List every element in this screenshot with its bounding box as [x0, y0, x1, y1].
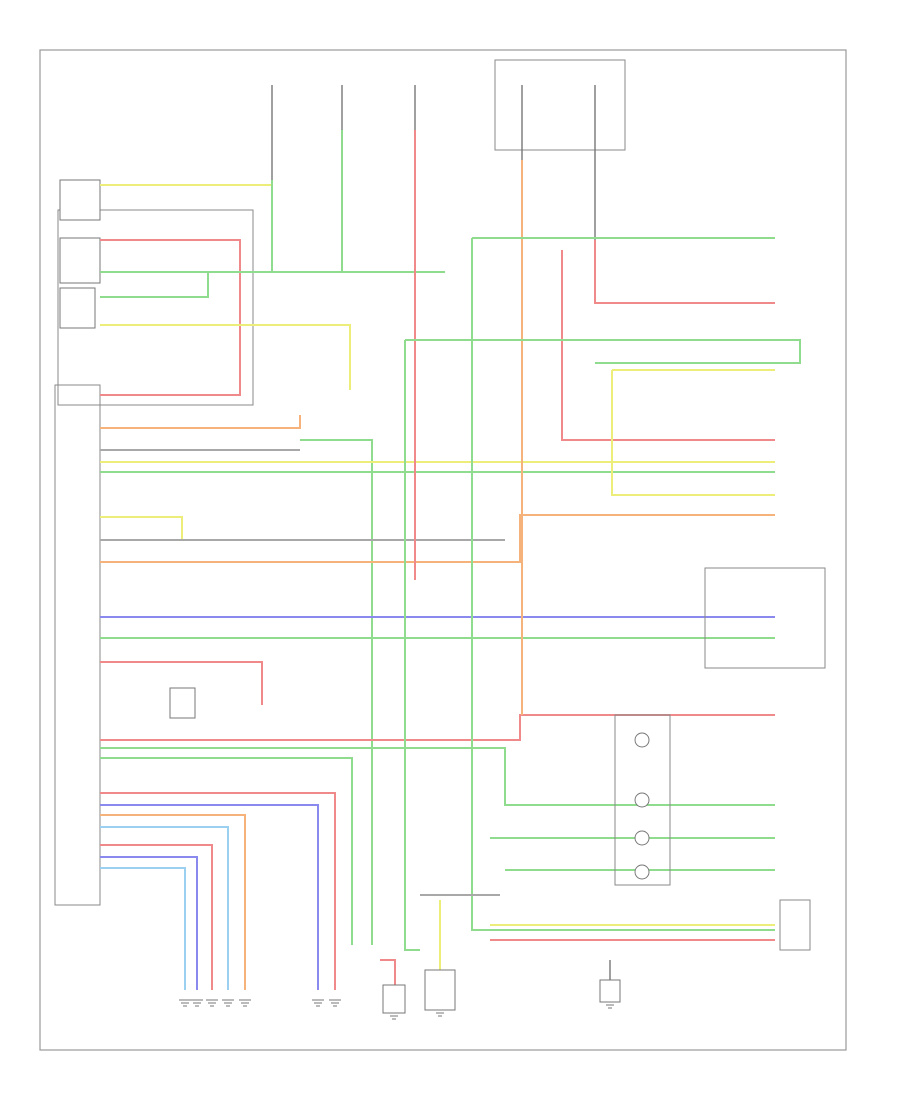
connector-pin-1 — [634, 732, 650, 748]
wire-lightblue-25 — [100, 867, 186, 990]
wire-lightblue-22 — [100, 826, 229, 990]
diagram-frame — [39, 49, 847, 1051]
ground-symbol — [239, 999, 251, 1007]
fuse-box-right — [494, 59, 626, 151]
ground-symbol — [434, 1009, 446, 1017]
connector-pin-3 — [634, 830, 650, 846]
relay-unit — [169, 687, 196, 719]
stoplight-switch-connector — [614, 714, 671, 886]
wire-blue-20 — [100, 804, 319, 990]
main-switch — [59, 179, 101, 221]
fuse-block-top — [271, 59, 626, 240]
wire-orange-5 — [100, 415, 301, 429]
ground-symbol — [222, 999, 234, 1007]
wire-orange-12 — [100, 514, 775, 563]
wire-group — [100, 130, 801, 990]
ground-terminals — [179, 999, 616, 1020]
combination-meter — [704, 567, 826, 669]
wire-green-18 — [100, 757, 353, 945]
transmission-sensor — [424, 969, 456, 1011]
ground-symbol — [388, 1012, 400, 1020]
wire-red-15 — [100, 661, 263, 705]
connector-pin-4 — [634, 864, 650, 880]
ground-symbol — [604, 1001, 616, 1009]
wire-red-23 — [100, 844, 213, 990]
wire-orange-21 — [100, 814, 246, 990]
wire-green-3 — [100, 272, 209, 298]
wire-yellow-4 — [100, 324, 351, 390]
wire-red-35 — [594, 240, 775, 304]
wire-green-31 — [404, 340, 420, 951]
wire-green-6 — [300, 439, 373, 945]
ground-symbol — [179, 999, 191, 1007]
wire-yellow-10 — [100, 516, 183, 540]
wire-red-16 — [100, 714, 775, 741]
cruise-actuator — [779, 899, 811, 951]
wire-green-37 — [405, 339, 801, 364]
wire-green-30 — [471, 238, 775, 931]
wire-red-19 — [100, 792, 336, 990]
wire-red-44 — [380, 959, 396, 985]
wire-blue-24 — [100, 856, 198, 990]
wire-red-34 — [561, 250, 775, 441]
ground-symbol — [191, 999, 203, 1007]
cruise-control-module — [54, 384, 101, 906]
connector-pin-2 — [634, 792, 650, 808]
ground-symbol — [312, 999, 324, 1007]
cruise-switch-box — [57, 209, 254, 406]
wire-green-17 — [100, 747, 775, 806]
ground-block-1 — [382, 984, 406, 1014]
wire-yellow-39 — [611, 370, 775, 496]
ground-block-2 — [599, 979, 621, 1003]
ground-symbol — [206, 999, 218, 1007]
resume-switch — [59, 287, 96, 329]
wire-red-1 — [100, 239, 241, 396]
ground-symbol — [329, 999, 341, 1007]
set-switch — [59, 237, 101, 284]
